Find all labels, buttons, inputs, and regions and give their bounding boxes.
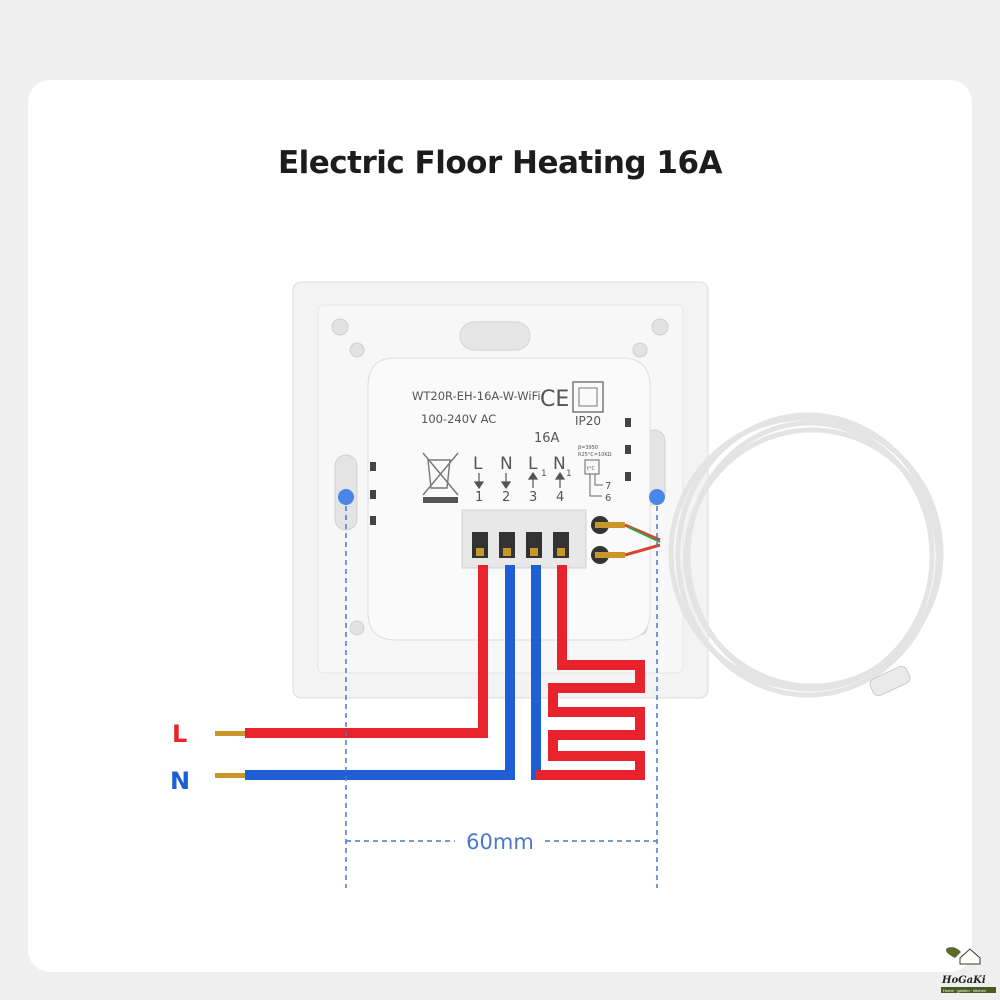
mount-center-left — [338, 489, 354, 505]
terminal-1-number: 1 — [475, 490, 483, 505]
sensor-pin-7: 7 — [605, 481, 611, 492]
voltage-label: 100-240V AC — [421, 412, 496, 426]
neutral-label: N — [170, 767, 190, 795]
live-input-wire — [245, 565, 488, 738]
svg-text:1: 1 — [541, 469, 547, 479]
sensor-symbol: t°C — [587, 466, 595, 472]
current-rating: 16A — [534, 431, 560, 446]
weee-bin-icon — [422, 452, 459, 503]
sensor-beta: β=3950 — [578, 445, 598, 451]
dimension-lines — [345, 497, 658, 888]
screw-holes — [331, 318, 669, 636]
temperature-probe — [869, 665, 911, 697]
live-label: L — [172, 720, 187, 748]
heating-cable-loop — [536, 565, 645, 780]
terminal-3-label: L — [528, 454, 538, 474]
terminal-4-number: 4 — [556, 490, 564, 505]
sensor-pin-6: 6 — [605, 493, 611, 504]
model-label: WT20R-EH-16A-W-WiFi — [412, 389, 541, 403]
sensor-resistance: R25°C=10KΩ — [578, 452, 612, 458]
dimension-label: 60mm — [466, 830, 534, 854]
svg-text:Home · garden · kitchen: Home · garden · kitchen — [943, 988, 986, 993]
terminal-2-label: N — [500, 454, 513, 474]
thermostat-module — [367, 357, 651, 641]
terminal-3-number: 3 — [529, 490, 537, 505]
terminal-4-label: N — [553, 454, 566, 474]
ce-mark: CE — [540, 387, 569, 412]
terminal-2-number: 2 — [502, 490, 510, 505]
neutral-input-wire — [245, 565, 515, 780]
svg-text:1: 1 — [566, 469, 572, 479]
terminal-1-label: L — [473, 454, 483, 474]
hogaki-logo: HoGaKi Home · garden · kitchen — [941, 947, 996, 993]
page-title: Electric Floor Heating 16A — [277, 145, 723, 181]
ip-rating: IP20 — [575, 414, 601, 428]
sensor-cable-coil — [668, 412, 944, 698]
mount-center-right — [649, 489, 665, 505]
neutral-heating-wire — [531, 565, 541, 780]
sensor-terminals — [591, 516, 661, 564]
double-insulation-icon — [572, 381, 604, 413]
svg-text:HoGaKi: HoGaKi — [941, 975, 986, 986]
